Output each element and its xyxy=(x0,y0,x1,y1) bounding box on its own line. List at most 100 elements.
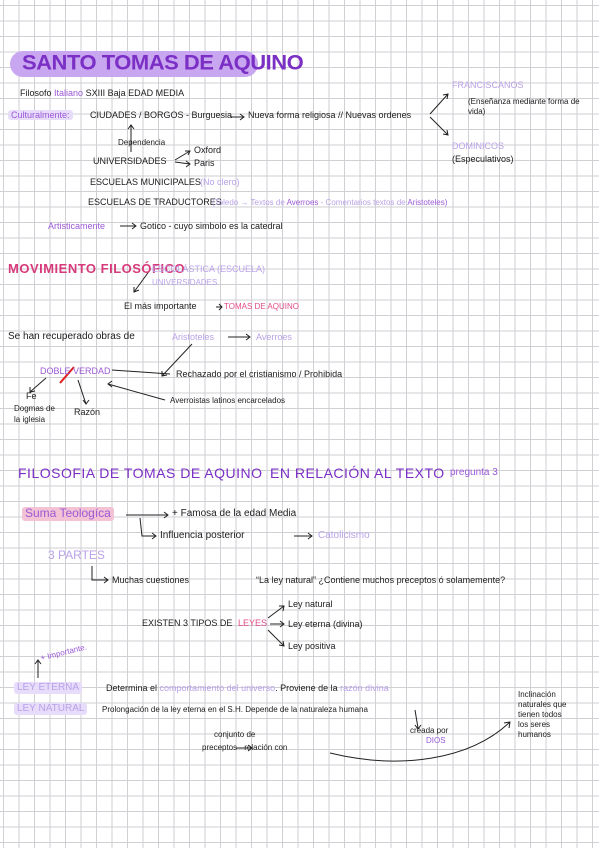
page-title: SANTO TOMAS DE AQUINO xyxy=(22,50,304,75)
famosa-text: + Famosa de la edad Media xyxy=(172,508,297,519)
culturalmente-label: Culturalmente: xyxy=(8,110,73,121)
muchas-text: Muchas cuestiones xyxy=(112,575,190,585)
gotico-text: Gotico - cuyo simbolo es la catedral xyxy=(140,221,283,231)
suma-teologica: Suma Teologíca xyxy=(22,506,114,521)
inclinacion-text-2: naturales que xyxy=(518,700,567,709)
conjunto-text-1: conjunto de xyxy=(214,730,256,739)
filosofo-text: Filosofo xyxy=(20,88,52,98)
ley-eterna-label: LEY ETERNA xyxy=(14,682,83,694)
toledo-text: (Toledo → Textos de xyxy=(212,198,285,207)
ley-eterna-line: Determina el comportamiento del universo… xyxy=(106,683,389,693)
comentarios-text: - Comentarios textos de xyxy=(320,198,406,207)
franciscanos-label: FRANCISCANOS xyxy=(452,80,524,90)
arrow-influencia xyxy=(139,517,157,540)
fe-text: Fe xyxy=(26,391,37,401)
escolastica-text: ESCOLÁSTICA (ESCUELA) xyxy=(152,264,266,274)
averroes-text-2: Averroes xyxy=(256,332,292,342)
arrow-razon xyxy=(77,379,90,405)
arrow-averroistas xyxy=(107,380,166,401)
razon-text: Razón xyxy=(74,407,101,417)
ley-positiva-item: Ley positiva xyxy=(288,641,336,651)
aristoteles-text-1: Aristoteles) xyxy=(407,198,448,207)
arrow-tomas xyxy=(216,303,223,311)
arrow-importante xyxy=(34,659,42,678)
arrow-paris xyxy=(174,160,191,168)
arrow-escolastica xyxy=(133,269,151,293)
dependencia-text: Dependencia xyxy=(118,138,166,147)
averroistas-text: Averroistas latinos encarcelados xyxy=(170,396,286,405)
ley-eterna-item: Ley eterna (divina) xyxy=(288,619,363,629)
filosofia-heading: FILOSOFIA DE TOMAS DE AQUINO xyxy=(18,465,263,481)
italiano-text: Italiano xyxy=(54,88,84,98)
artisticamente-label: Artisticamente xyxy=(48,221,106,231)
arrow-conjunto xyxy=(236,744,253,752)
intro-line: Filosofo Italiano SXIII Baja EDAD MEDIA xyxy=(20,88,184,98)
franciscanos-desc: (Enseñanza mediante forma de vida) xyxy=(468,97,580,116)
arrow-oxford xyxy=(174,150,191,161)
escuelas-traductores-text: ESCUELAS DE TRADUCTORES xyxy=(88,197,222,207)
arrow-doble-rechazado xyxy=(111,369,171,375)
mas-importante-text: El más importante xyxy=(124,301,197,311)
oxford-text: Oxford xyxy=(194,145,222,155)
arrow-ley-natural xyxy=(267,605,285,619)
rechazado-text: Rechazado por el cristianismo / Prohibid… xyxy=(176,369,343,379)
arrow-ley-eterna xyxy=(270,620,285,628)
ley-natural-item: Ley natural xyxy=(288,599,333,609)
inclinacion-text-1: Inclinación xyxy=(518,690,556,699)
recuperado-text: Se han recuperado obras de xyxy=(8,331,135,342)
arrow-dominicos xyxy=(429,116,449,136)
catolicismo-text: Catolicismo xyxy=(318,530,370,541)
inclinacion-text-4: los seres xyxy=(518,720,551,729)
sxiii-text: SXIII Baja EDAD MEDIA xyxy=(85,88,185,98)
paris-text: Paris xyxy=(194,158,215,168)
arrow-muchas xyxy=(91,566,109,584)
inclinacion-text-5: humanos xyxy=(518,730,551,739)
toledo-line: (Toledo → Textos de Averroes - Comentari… xyxy=(212,198,447,207)
no-clero-text: (No clero) xyxy=(200,177,240,187)
arrow-franciscanos xyxy=(429,93,449,115)
aristoteles-text-2: Aristoteles xyxy=(172,332,215,342)
doble-text: DOBLE xyxy=(40,366,71,376)
arrow-averroes xyxy=(228,333,251,341)
arrow-dependencia xyxy=(127,124,135,152)
dios-text: DIOS xyxy=(426,736,446,745)
proviene-text: . Proviene de la xyxy=(275,683,338,693)
relacion-heading: EN RELACIÓN AL TEXTO xyxy=(270,465,445,481)
dogmas-text-2: la iglesia xyxy=(14,415,46,424)
arrow-famosa xyxy=(126,511,169,519)
comportamiento-text: comportamiento del universo xyxy=(159,683,276,693)
inclinacion-text-3: tienen todos xyxy=(518,710,562,719)
pregunta-text: pregunta 3 xyxy=(450,467,498,478)
ley-natural-question: “La ley natural” ¿Contiene muchos precep… xyxy=(256,575,506,585)
nueva-forma-text: Nueva forma religiosa // Nuevas ordenes xyxy=(248,110,412,120)
arrow-gotico xyxy=(120,222,137,230)
movimiento-heading: MOVIMIENTO FILOSÓFICO xyxy=(8,261,186,276)
arrow-fe xyxy=(29,377,47,393)
universidades-text: UNIVERSIDADES xyxy=(93,156,167,166)
dominicos-label: DOMINICOS xyxy=(452,141,505,151)
ley-natural-label: LEY NATURAL xyxy=(14,703,88,715)
arrow-catolicismo xyxy=(294,532,313,540)
leyes-text: LEYES xyxy=(238,618,268,628)
arrow-burguesia xyxy=(230,113,245,121)
arrow-rechazado xyxy=(161,343,193,377)
arrow-ley-positiva xyxy=(267,629,285,647)
prolongacion-text: Prolongación de la ley eterna en el S.H.… xyxy=(102,705,368,714)
existen-text: EXISTEN 3 TIPOS DE xyxy=(142,618,233,628)
influencia-text: Influencia posterior xyxy=(160,530,245,541)
doble-strike xyxy=(59,366,75,384)
razon-divina-text: razón divina xyxy=(340,683,389,693)
averroes-text-1: Averroes xyxy=(286,198,319,207)
determina-text: Determina el xyxy=(106,683,158,693)
arrow-creada xyxy=(414,709,422,730)
arrow-inclinacion xyxy=(329,721,511,762)
verdad-text: VERDAD xyxy=(73,366,111,376)
doble-verdad: DOBLE VERDAD xyxy=(40,366,111,376)
title-highlight xyxy=(10,51,258,77)
dominicos-desc: (Especulativos) xyxy=(452,154,514,164)
escuelas-municipales-text: ESCUELAS MUNICIPALES xyxy=(90,177,201,187)
dogmas-text-1: Dogmas de xyxy=(14,404,55,413)
conjunto-text-2: preceptos - relación con xyxy=(202,743,288,752)
universidades-sub-text: UNIVERSIDADES xyxy=(152,278,218,287)
